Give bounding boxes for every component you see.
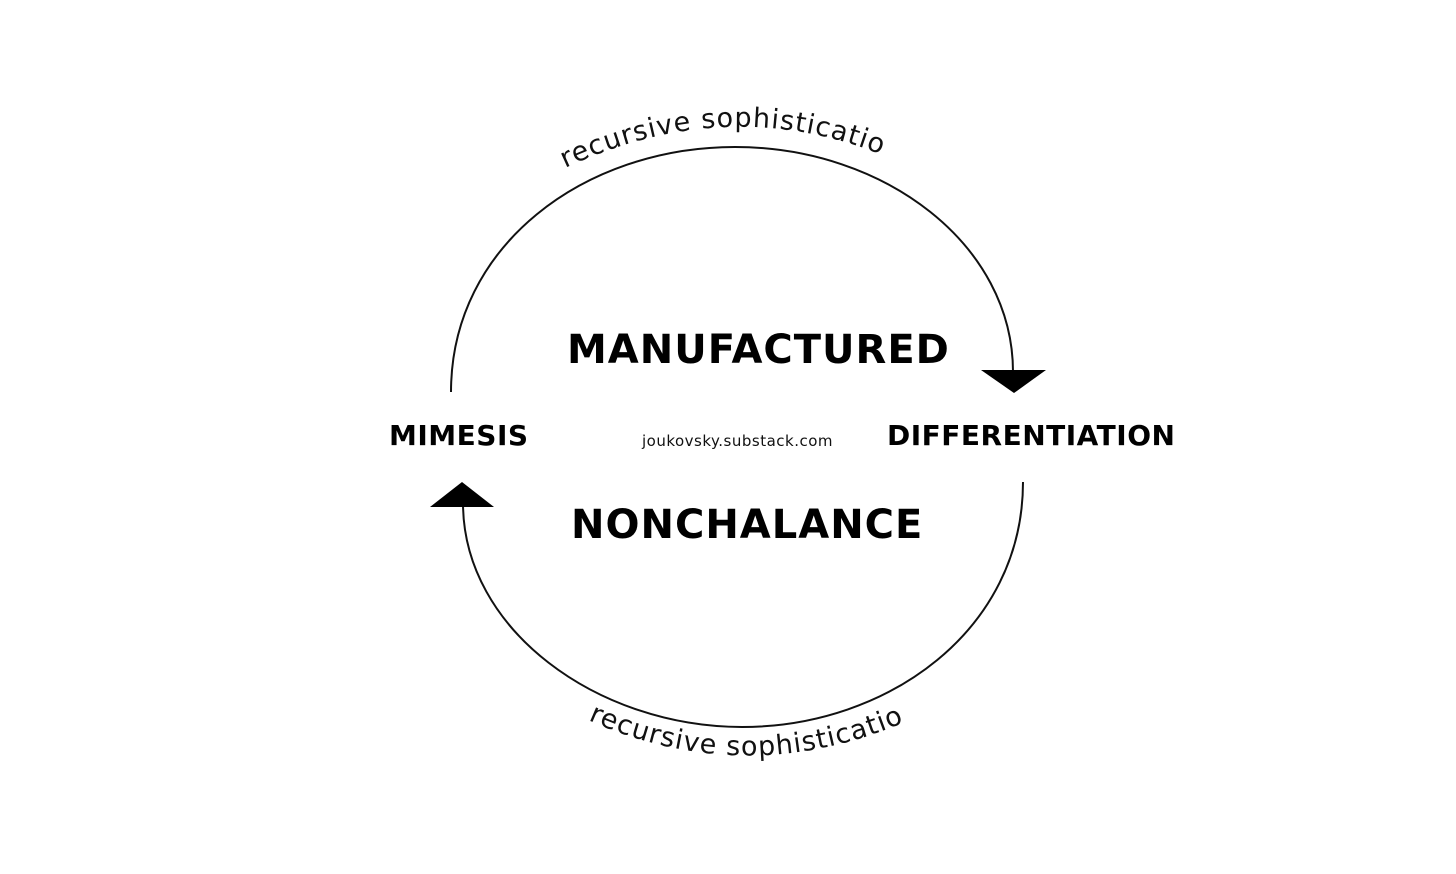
bottom-cycle-arc	[462, 481, 1024, 729]
differentiation-node-label: DIFFERENTIATION	[887, 419, 1176, 452]
center-top-label: MANUFACTURED	[567, 327, 950, 373]
down-arrow-icon	[981, 370, 1046, 393]
watermark-text: joukovsky.substack.com	[642, 432, 833, 450]
top-cycle-arc	[450, 145, 1014, 393]
center-bottom-label: NONCHALANCE	[571, 502, 924, 548]
mimesis-node-label: MIMESIS	[389, 419, 529, 452]
up-arrow-icon	[430, 482, 494, 507]
